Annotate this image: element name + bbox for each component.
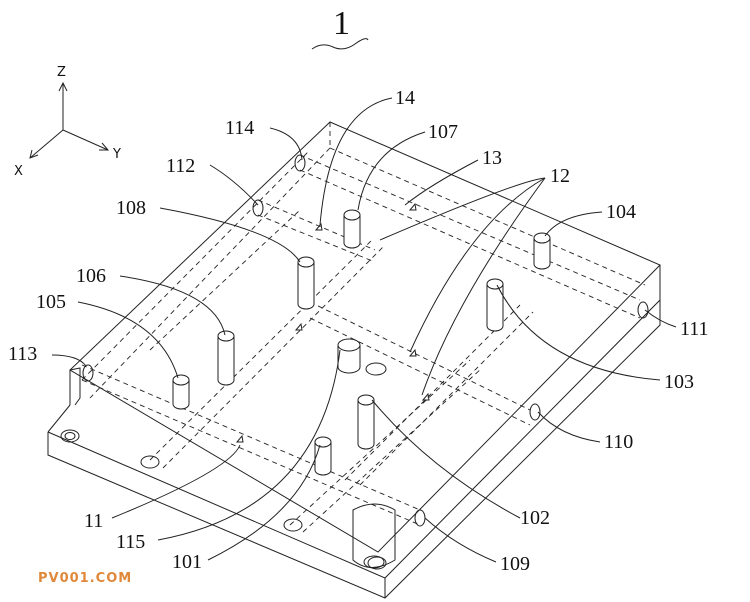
label-113: 113 [8, 343, 37, 365]
leader-lines [51, 97, 677, 563]
axis-y-label: Y [112, 147, 121, 162]
label-109: 109 [500, 553, 530, 575]
axis-z-label: Z [57, 65, 66, 80]
label-108: 108 [116, 197, 146, 219]
label-111: 111 [680, 318, 709, 340]
label-112: 112 [166, 155, 195, 177]
label-106: 106 [76, 265, 106, 287]
port-pins [172, 209, 551, 476]
label-105: 105 [36, 291, 66, 313]
label-104: 104 [606, 201, 636, 223]
figure-title: 1 [333, 5, 350, 42]
label-115: 115 [116, 531, 145, 553]
label-101: 101 [172, 551, 202, 573]
label-103: 103 [664, 371, 694, 393]
internal-channels [81, 149, 649, 533]
label-107: 107 [428, 121, 458, 143]
label-110: 110 [604, 431, 633, 453]
housing-block [47, 121, 661, 599]
label-12: 12 [550, 165, 570, 187]
title-underline [311, 38, 369, 50]
label-102: 102 [520, 507, 550, 529]
reference-labels: 14 114 107 13 12 112 108 104 106 105 113… [8, 87, 709, 575]
axis-x-label: X [14, 164, 23, 179]
label-11: 11 [84, 510, 103, 532]
label-114: 114 [225, 117, 254, 139]
watermark: PV001.COM [38, 571, 132, 586]
axes-indicator: Z Y X [14, 65, 121, 179]
label-13: 13 [482, 147, 502, 169]
label-14: 14 [395, 87, 415, 109]
